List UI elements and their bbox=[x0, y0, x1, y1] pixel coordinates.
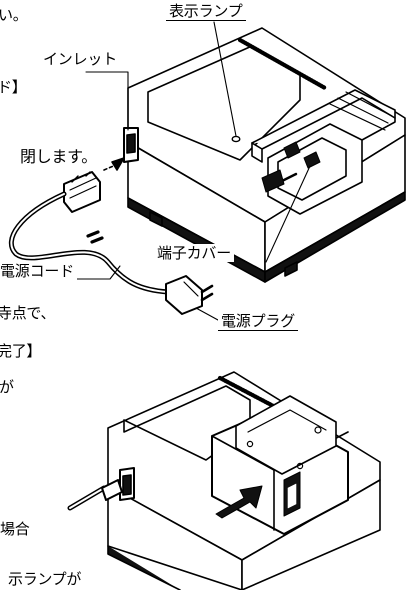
body-text-line-1: い。 bbox=[0, 6, 28, 24]
battery-pack-drawing bbox=[211, 395, 349, 535]
power-cord-drawing bbox=[8, 157, 214, 315]
label-sticker-icon bbox=[261, 169, 285, 193]
body-text-line-3: 閉します。 bbox=[20, 147, 97, 166]
terminal-contacts-icon bbox=[283, 141, 321, 169]
label-power-cord: 電源コード bbox=[0, 262, 78, 280]
body-text-line-6: 完了】 bbox=[0, 342, 42, 360]
label-indicator-lamp: 表示ランプ bbox=[166, 2, 246, 21]
body-text-line-5: 寺点で、 bbox=[0, 304, 56, 322]
label-inlet: インレット bbox=[40, 50, 121, 68]
body-text-line-8: 場合 bbox=[0, 520, 30, 538]
body-text-line-9: 示ランプが bbox=[8, 570, 82, 588]
body-text-line-7: が bbox=[0, 378, 14, 396]
label-power-plug: 電源プラグ bbox=[218, 312, 299, 331]
charger-top-drawing bbox=[123, 27, 406, 283]
plug-prong-icon bbox=[200, 284, 214, 294]
label-terminal-cover: 端子カバー bbox=[154, 244, 235, 262]
knurl-top bbox=[237, 37, 328, 91]
insert-arrow-icon bbox=[215, 485, 263, 519]
body-text-line-2: ド】 bbox=[0, 78, 27, 96]
